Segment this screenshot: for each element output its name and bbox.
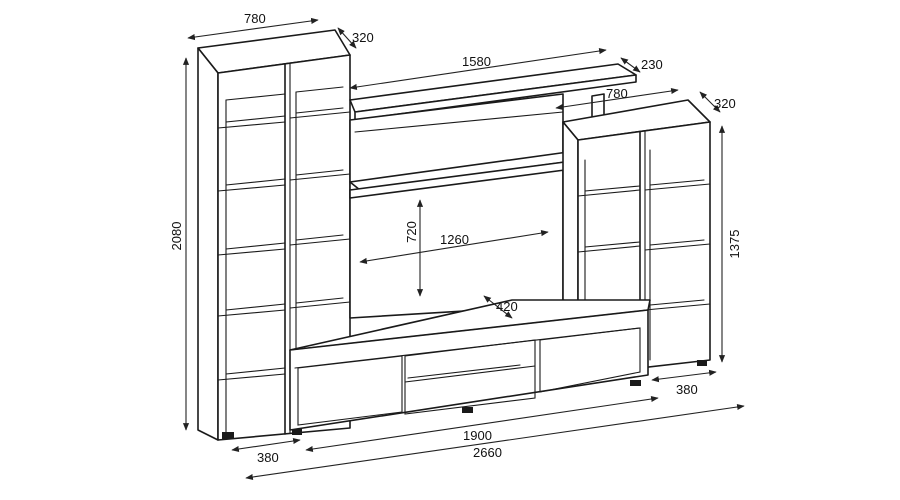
foot-icon [630, 380, 641, 386]
dim-base-width: 1900 [463, 428, 492, 443]
foot-icon [462, 407, 473, 413]
dim-tv-width: 1260 [440, 232, 469, 247]
dim-left-height: 2080 [169, 222, 184, 251]
dim-bridge-width: 1580 [462, 54, 491, 69]
tv-back-panel [349, 93, 581, 319]
dim-left-depth: 320 [352, 30, 374, 45]
dimension-labels: 780 320 1580 230 780 320 2080 1375 720 1… [169, 11, 742, 465]
dim-tv-height: 720 [404, 221, 419, 243]
dim-total-width: 2660 [473, 445, 502, 460]
dim-bridge-depth: 230 [641, 57, 663, 72]
dim-right-width: 780 [606, 86, 628, 101]
dim-base-depth: 420 [496, 299, 518, 314]
dim-left-width: 780 [244, 11, 266, 26]
dim-right-height: 1375 [727, 230, 742, 259]
dim-right-base: 380 [676, 382, 698, 397]
left-column-shelves [217, 93, 286, 381]
dim-right-depth: 320 [714, 96, 736, 111]
foot-icon [222, 432, 234, 439]
foot-icon [697, 360, 707, 366]
dimension-lines [182, 17, 745, 481]
dim-left-base: 380 [257, 450, 279, 465]
